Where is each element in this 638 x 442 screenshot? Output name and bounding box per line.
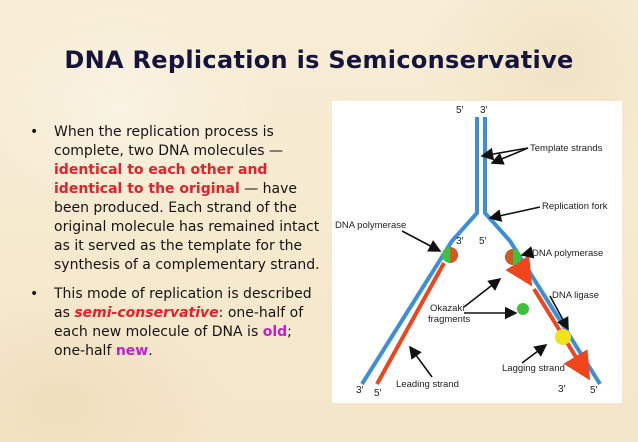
label-okazaki-1: Okazaki bbox=[430, 303, 464, 314]
okazaki-fragment-2 bbox=[532, 287, 562, 333]
dna-ligase-shape bbox=[555, 329, 571, 345]
arrow-okazaki-a bbox=[463, 278, 502, 308]
bullet-item-1: • When the replication process is comple… bbox=[30, 123, 322, 275]
polymerase-right-overlap bbox=[505, 249, 513, 265]
arrow-leading-strand bbox=[409, 345, 433, 378]
replication-fork-diagram: 5′ 3′ 3′ 5′ 3′ 5′ 3′ 5′ Template strands… bbox=[335, 105, 608, 399]
bullet-2-text-c: ; one-half bbox=[54, 324, 292, 359]
polymerase-small-shape bbox=[517, 303, 529, 315]
bullet-1-highlight: identical to each other and identical to… bbox=[54, 162, 268, 197]
label-replication-fork: Replication fork bbox=[542, 201, 608, 212]
bullet-2-text-b: : one-half of each new molecule of DNA i… bbox=[54, 305, 304, 340]
prime-bottom-right-outer: 5′ bbox=[590, 385, 598, 396]
bullet-item-2: • This mode of replication is described … bbox=[30, 285, 322, 361]
prime-fork-left: 3′ bbox=[456, 236, 464, 247]
bullet-list: • When the replication process is comple… bbox=[30, 123, 322, 361]
slide-title: DNA Replication is Semiconservative bbox=[64, 46, 574, 74]
bullet-2-text-a: This mode of replication is described as bbox=[54, 286, 312, 321]
arrow-template-strands-a bbox=[480, 147, 529, 161]
prime-bottom-left-outer: 3′ bbox=[356, 385, 364, 396]
bullet-dot: • bbox=[30, 124, 39, 140]
arrow-lagging-strand bbox=[521, 344, 548, 364]
semi-conservative-term: semi-conservative bbox=[74, 305, 219, 321]
prime-fork-right: 5′ bbox=[479, 236, 487, 247]
template-strand-left bbox=[360, 117, 479, 386]
prime-top-left: 5′ bbox=[456, 105, 464, 116]
arrow-polymerase-left bbox=[401, 230, 442, 252]
old-word: old bbox=[262, 324, 288, 340]
polymerase-left-overlap bbox=[450, 247, 458, 263]
prime-top-right: 3′ bbox=[480, 105, 488, 116]
label-template-strands: Template strands bbox=[530, 143, 603, 154]
arrow-dna-ligase bbox=[549, 295, 569, 331]
arrow-polymerase-right bbox=[520, 246, 535, 259]
new-word: new bbox=[115, 343, 149, 359]
arrow-replication-fork bbox=[488, 206, 541, 222]
bullet-1-text-b: — have been produced. Each strand of the… bbox=[54, 181, 320, 273]
bullet-dot: • bbox=[30, 286, 39, 302]
prime-bottom-right-inner: 3′ bbox=[558, 384, 566, 395]
label-lagging-strand: Lagging strand bbox=[502, 363, 565, 374]
bullet-1-text-a: When the replication process is complete… bbox=[54, 124, 284, 159]
replication-diagram-panel: 5′ 3′ 3′ 5′ 3′ 5′ 3′ 5′ Template strands… bbox=[332, 101, 622, 403]
arrow-template-strands-b bbox=[490, 147, 529, 165]
leading-strand bbox=[375, 262, 446, 385]
label-leading-strand: Leading strand bbox=[396, 379, 459, 390]
label-dna-polymerase-left: DNA polymerase bbox=[335, 220, 406, 231]
bullet-2-text-d: . bbox=[148, 343, 153, 359]
label-dna-polymerase-right: DNA polymerase bbox=[532, 248, 603, 259]
template-strand-right bbox=[483, 117, 602, 386]
label-okazaki-2: fragments bbox=[428, 314, 470, 325]
label-dna-ligase: DNA ligase bbox=[552, 290, 599, 301]
prime-bottom-left-inner: 5′ bbox=[374, 388, 382, 399]
